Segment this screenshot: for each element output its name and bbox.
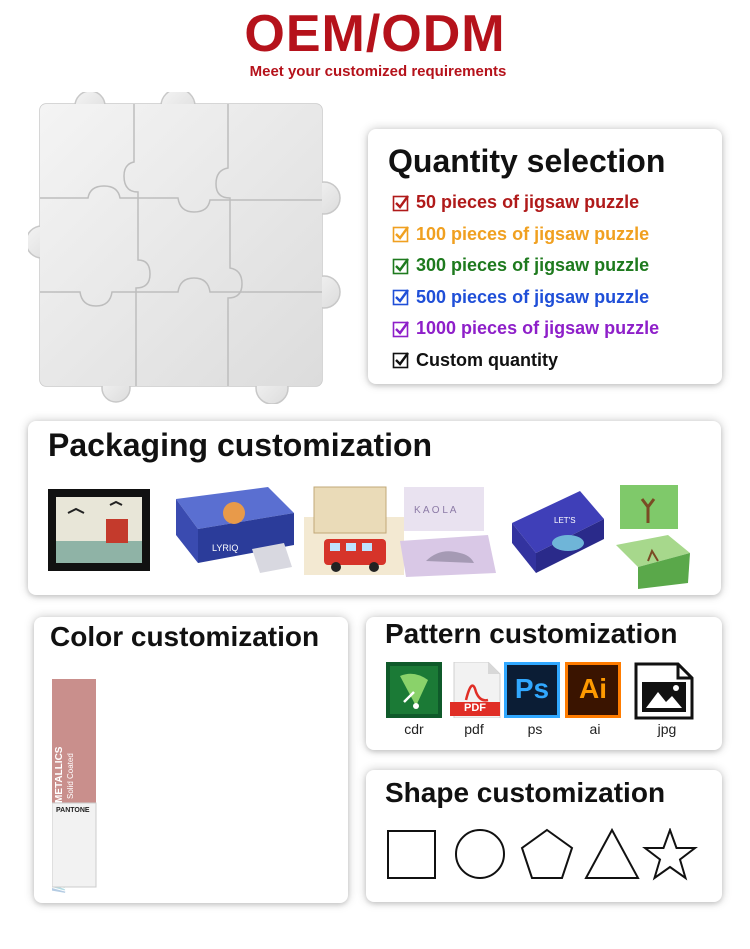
svg-text:LET'S: LET'S — [554, 516, 576, 525]
page-title: OEM/ODM — [244, 5, 506, 63]
quantity-option-label: 50 pieces of jigsaw puzzle — [416, 192, 640, 213]
lyriq-box-image: LYRIQ — [176, 487, 294, 573]
color-customization-card: Color customization METALLICS Solid Coat… — [34, 617, 348, 903]
blue-drawer-box-image: LET'S — [512, 491, 604, 573]
quantity-option: 50 pieces of jigsaw puzzle — [392, 187, 659, 219]
checkbox-checked-icon — [392, 289, 409, 306]
quantity-options-list: 50 pieces of jigsaw puzzle 100 pieces of … — [392, 187, 659, 376]
photoshop-icon: Ps — [504, 662, 560, 718]
pantone-color-fan-image — [52, 679, 98, 895]
checkbox-checked-icon — [392, 352, 409, 369]
star-icon — [642, 828, 698, 881]
coreldraw-icon — [386, 662, 442, 718]
quantity-option-label: 1000 pieces of jigsaw puzzle — [416, 318, 660, 339]
checkbox-checked-icon — [392, 226, 409, 243]
pdf-icon — [450, 662, 501, 718]
blank-puzzle-image — [28, 92, 341, 404]
deer-puzzle-box-image — [616, 485, 690, 589]
kaola-box-image: K A O L A — [400, 487, 496, 577]
pantone-title: METALLICS — [54, 746, 65, 803]
pentagon-icon — [520, 828, 574, 879]
packaging-customization-title: Packaging customization — [48, 427, 433, 463]
quantity-option-label: 100 pieces of jigsaw puzzle — [416, 223, 650, 244]
quantity-option: 300 pieces of jigsaw puzzle — [392, 250, 659, 282]
color-customization-title: Color customization — [50, 621, 320, 652]
checkbox-checked-icon — [392, 258, 409, 275]
bus-puzzle-box-image — [304, 486, 404, 575]
quantity-option: 100 pieces of jigsaw puzzle — [392, 219, 659, 251]
pdf-badge: PDF — [464, 702, 486, 714]
quantity-option: 500 pieces of jigsaw puzzle — [392, 282, 659, 314]
quantity-option: 1000 pieces of jigsaw puzzle — [392, 313, 659, 345]
format-label-jpg: jpg — [657, 721, 677, 737]
photoshop-badge: Ps — [514, 673, 550, 704]
pantone-subtitle: Solid Coated — [66, 753, 75, 799]
svg-text:LYRIQ: LYRIQ — [212, 543, 238, 553]
quantity-option: Custom quantity — [392, 345, 659, 377]
illustrator-badge: Ai — [579, 673, 607, 704]
quantity-selection-title: Quantity selection — [388, 143, 666, 179]
pantone-brand: PANTONE — [56, 807, 90, 814]
pattern-customization-title: Pattern customization — [385, 618, 678, 649]
checkbox-checked-icon — [392, 195, 409, 212]
format-label-pdf: pdf — [464, 721, 484, 737]
format-label-cdr: cdr — [404, 721, 424, 737]
framed-puzzle-image — [48, 489, 150, 571]
checkbox-checked-icon — [392, 321, 409, 338]
quantity-option-label: 300 pieces of jigsaw puzzle — [416, 255, 650, 276]
shape-customization-title: Shape customization — [385, 777, 666, 808]
image-file-icon — [634, 662, 694, 720]
format-label-ai: ai — [589, 721, 601, 737]
quantity-option-label: Custom quantity — [416, 349, 558, 370]
illustrator-icon: Ai — [565, 662, 621, 718]
format-label-ps: ps — [527, 721, 543, 737]
circle-icon — [455, 829, 505, 879]
triangle-icon — [584, 828, 640, 879]
pattern-customization-card: Pattern customization cdr PDF pdf Ps ps … — [366, 617, 722, 750]
svg-text:K A O L A: K A O L A — [414, 505, 457, 516]
quantity-option-label: 500 pieces of jigsaw puzzle — [416, 286, 650, 307]
shape-customization-card: Shape customization — [366, 770, 722, 902]
square-icon — [387, 830, 436, 879]
quantity-selection-card: Quantity selection 50 pieces of jigsaw p… — [368, 129, 722, 384]
packaging-customization-card: Packaging customization LYRIQ K A O L A — [28, 421, 721, 595]
page-subtitle: Meet your customized requirements — [249, 63, 507, 80]
